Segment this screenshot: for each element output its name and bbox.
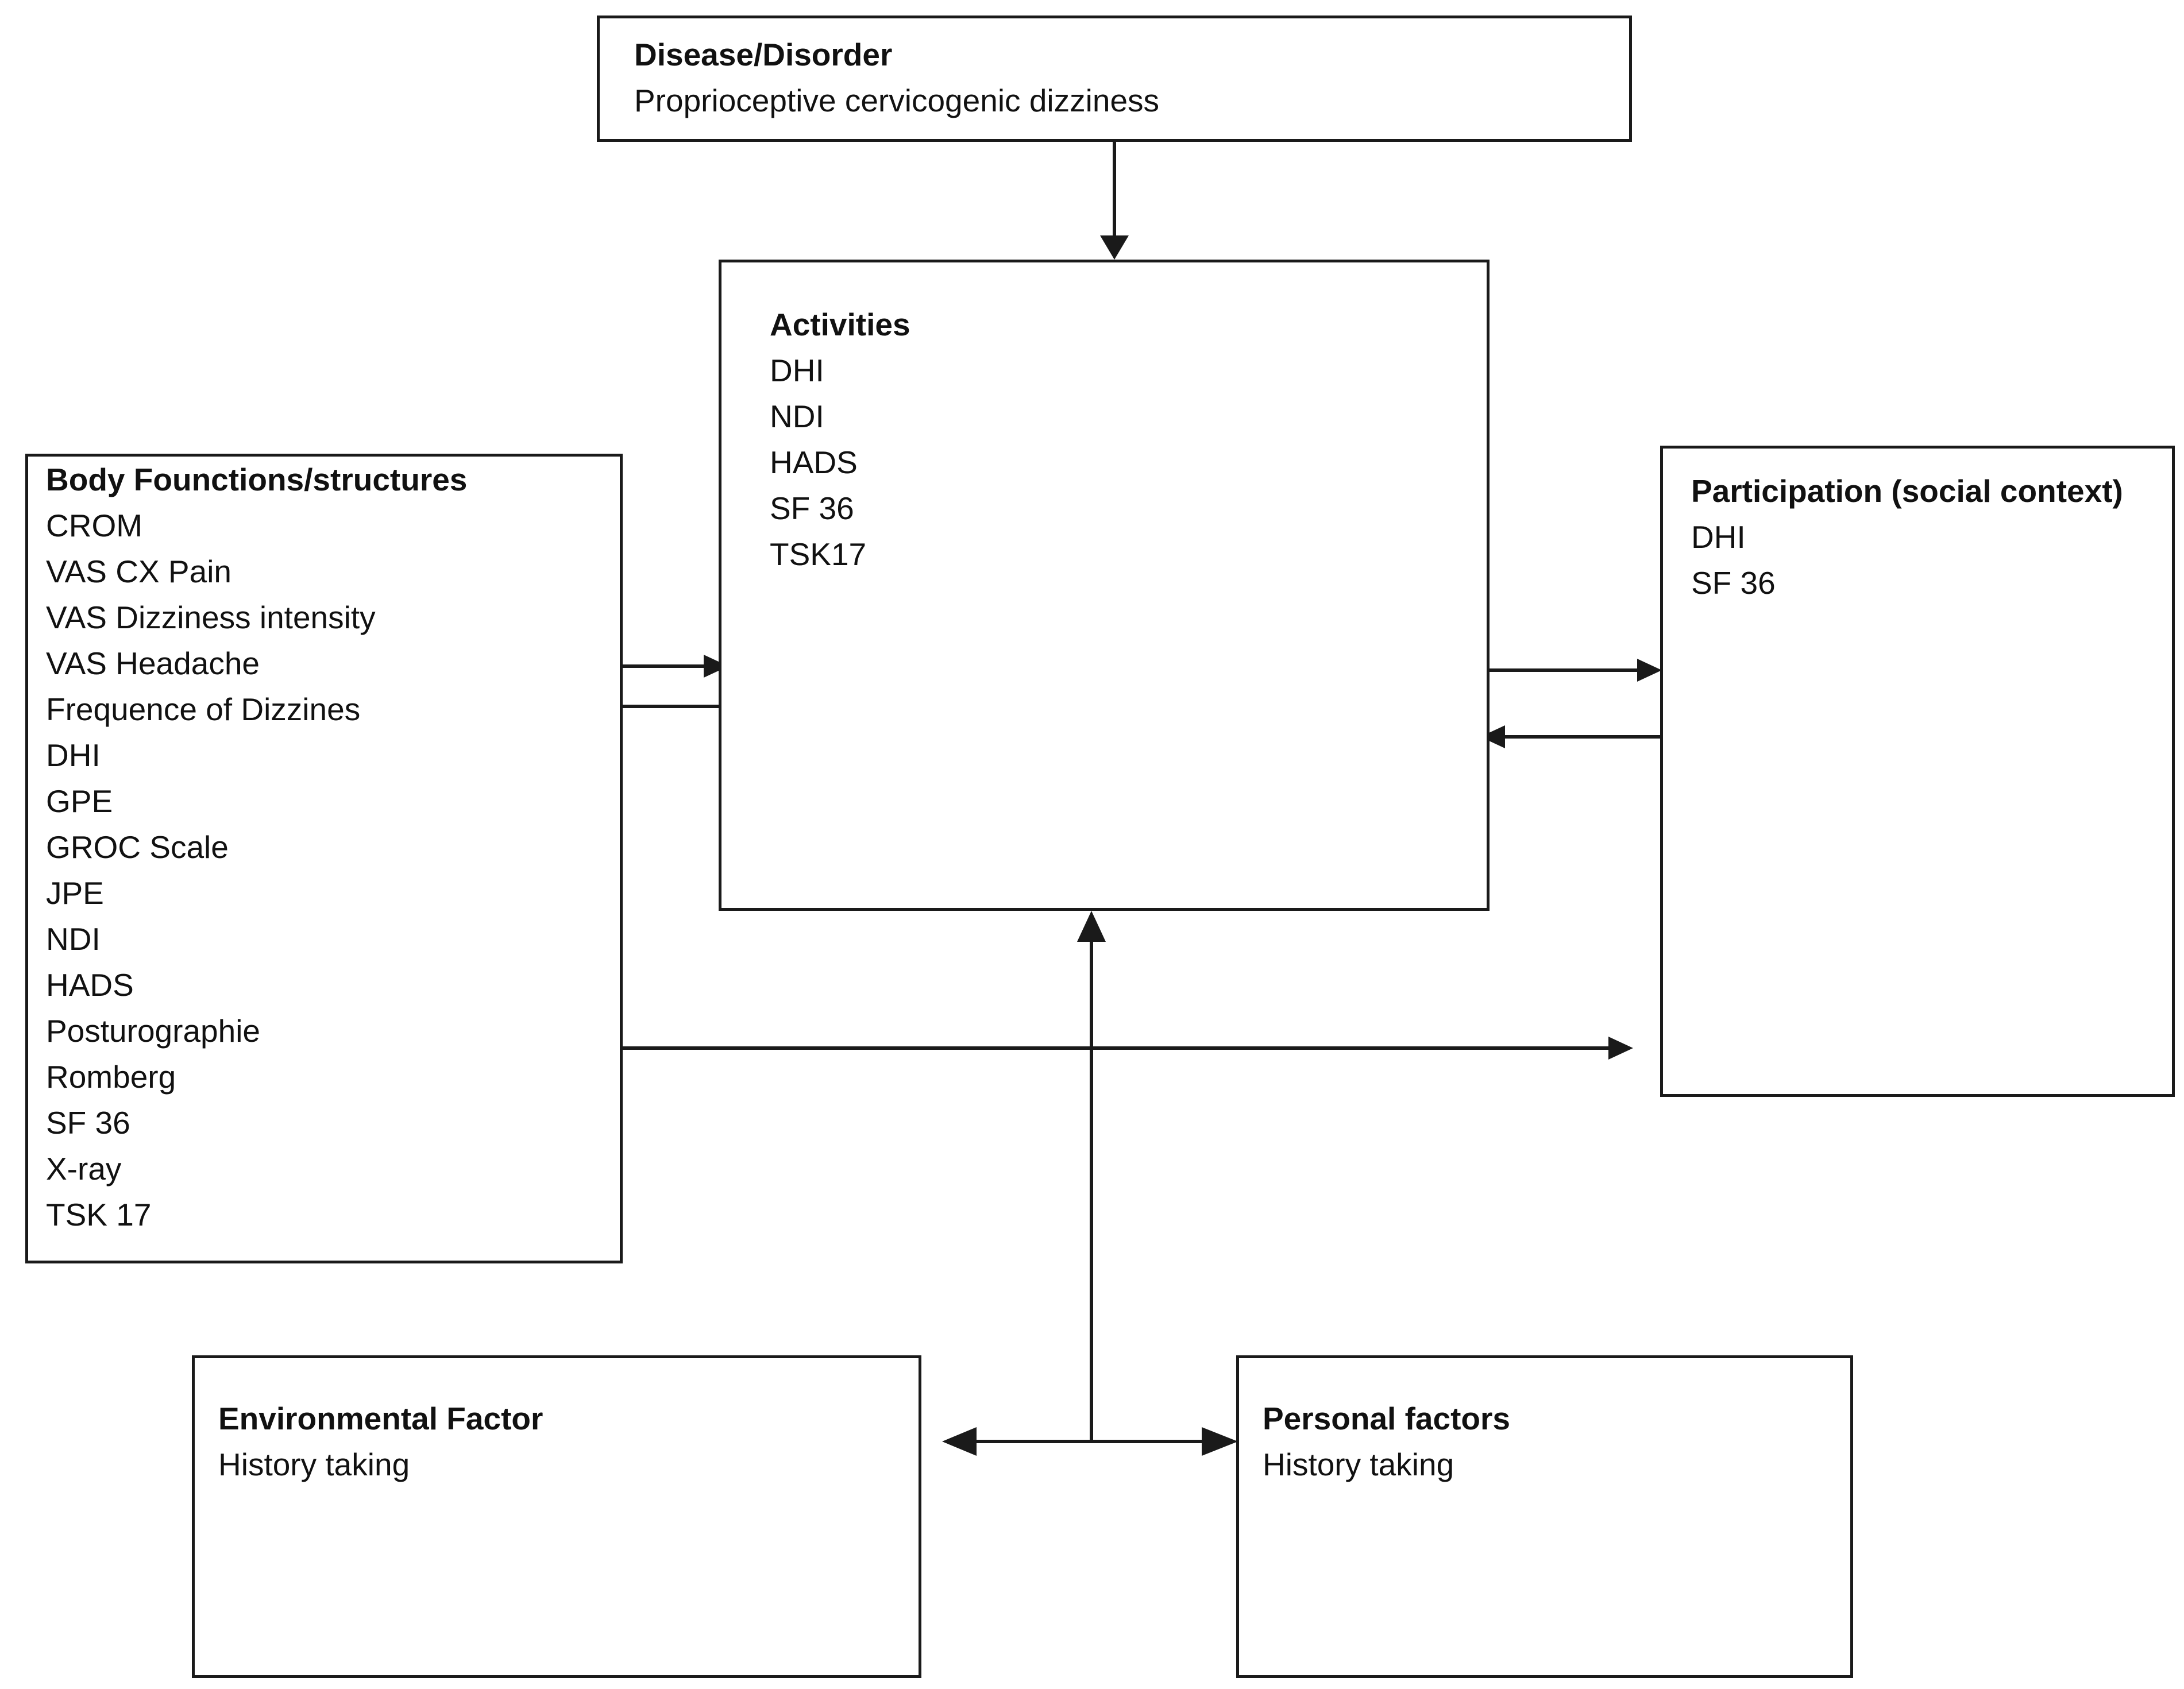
body-functions-box bbox=[25, 454, 623, 1263]
environmental-factor-text: Environmental Factor History taking bbox=[218, 1396, 543, 1487]
arrow-body-participation-bidirectional bbox=[531, 1033, 1633, 1064]
activities-item: NDI bbox=[770, 399, 824, 434]
body-functions-items: CROM VAS CX Pain VAS Dizziness intensity… bbox=[46, 503, 467, 1238]
participation-text: Participation (social context) DHI SF 36 bbox=[1691, 468, 2123, 606]
personal-factors-text: Personal factors History taking bbox=[1263, 1396, 1510, 1487]
body-functions-item: VAS Dizziness intensity bbox=[46, 600, 376, 635]
disease-disorder-title: Disease/Disorder bbox=[634, 37, 893, 72]
body-functions-item: VAS CX Pain bbox=[46, 554, 232, 589]
participation-item: SF 36 bbox=[1691, 565, 1776, 601]
disease-item: Proprioceptive cervicogenic dizziness bbox=[634, 83, 1160, 118]
body-functions-item: NDI bbox=[46, 921, 101, 957]
activities-item: SF 36 bbox=[770, 490, 854, 526]
disease-disorder-text: Disease/Disorder Proprioceptive cervicog… bbox=[634, 32, 1159, 123]
body-functions-item: Romberg bbox=[46, 1059, 176, 1095]
body-functions-item: JPE bbox=[46, 875, 104, 911]
personal-factors-title: Personal factors bbox=[1263, 1401, 1511, 1436]
personal-factors-items: History taking bbox=[1263, 1441, 1510, 1487]
personal-factors-box bbox=[1236, 1355, 1853, 1678]
environmental-factor-box bbox=[192, 1355, 921, 1678]
body-functions-item: X-ray bbox=[46, 1151, 122, 1186]
activities-item: HADS bbox=[770, 445, 858, 480]
arrow-environmental-personal-bidirectional bbox=[942, 1427, 1238, 1456]
participation-title: Participation (social context) bbox=[1691, 473, 2123, 509]
body-functions-title: Body Founctions/structures bbox=[46, 462, 468, 497]
disease-disorder-box bbox=[597, 16, 1632, 142]
body-functions-text: Body Founctions/structures CROM VAS CX P… bbox=[46, 457, 467, 1238]
arrow-participation-to-activities bbox=[1480, 725, 1660, 748]
body-functions-item: GPE bbox=[46, 783, 113, 819]
environmental-factor-items: History taking bbox=[218, 1441, 543, 1487]
arrow-activities-to-participation bbox=[1476, 659, 1662, 682]
activities-items: DHI NDI HADS SF 36 TSK17 bbox=[770, 347, 910, 577]
body-functions-item: TSK 17 bbox=[46, 1197, 152, 1232]
body-functions-item: SF 36 bbox=[46, 1105, 130, 1141]
participation-box bbox=[1660, 446, 2175, 1097]
disease-disorder-items: Proprioceptive cervicogenic dizziness bbox=[634, 78, 1159, 123]
activities-item: TSK17 bbox=[770, 536, 867, 572]
body-functions-item: HADS bbox=[46, 967, 134, 1003]
environmental-factor-item: History taking bbox=[218, 1447, 410, 1482]
activities-box bbox=[719, 260, 1490, 911]
body-functions-item: VAS Headache bbox=[46, 646, 260, 681]
participation-items: DHI SF 36 bbox=[1691, 514, 2123, 606]
activities-title: Activities bbox=[770, 307, 910, 342]
arrow-disease-to-activities bbox=[1100, 142, 1129, 260]
activities-item: DHI bbox=[770, 353, 824, 388]
body-functions-item: Posturographie bbox=[46, 1013, 261, 1049]
environmental-factor-title: Environmental Factor bbox=[218, 1401, 543, 1436]
body-functions-item: DHI bbox=[46, 737, 101, 773]
body-functions-item: CROM bbox=[46, 508, 143, 543]
body-functions-item: GROC Scale bbox=[46, 829, 229, 865]
body-functions-item: Frequence of Dizzines bbox=[46, 691, 361, 727]
participation-item: DHI bbox=[1691, 519, 1746, 555]
activities-text: Activities DHI NDI HADS SF 36 TSK17 bbox=[770, 302, 910, 577]
personal-factors-item: History taking bbox=[1263, 1447, 1454, 1482]
arrow-factors-to-activities bbox=[1077, 911, 1106, 1441]
